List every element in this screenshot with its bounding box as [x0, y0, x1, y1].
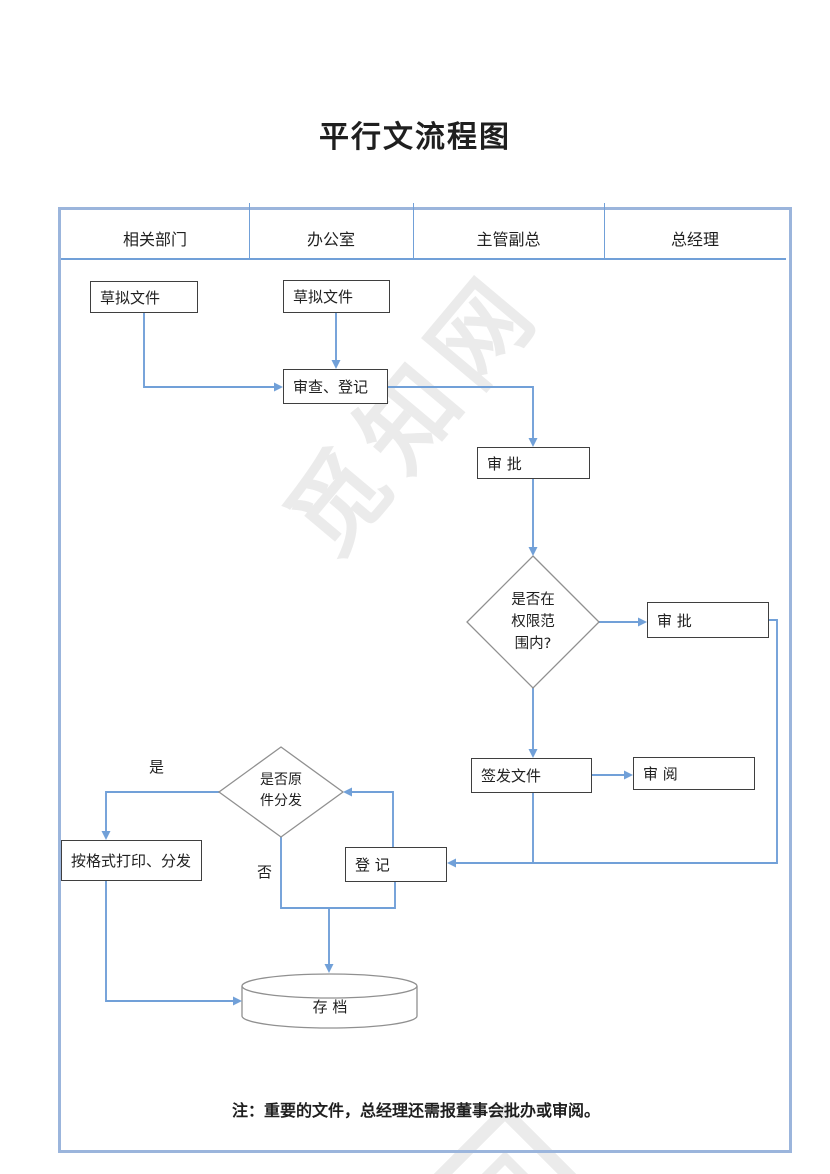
node-print-distribute: 按格式打印、分发 — [61, 840, 202, 881]
lane-header-office: 办公室 — [306, 230, 355, 249]
node-issue-document: 签发文件 — [471, 758, 592, 793]
edge-approve-gm-to-register — [456, 619, 778, 864]
archive-cylinder-label: 存 档 — [312, 998, 348, 1016]
node-review-gm: 审 阅 — [633, 757, 755, 790]
node-draft-related-dept: 草拟文件 — [90, 281, 198, 313]
page-title: 平行文流程图 — [319, 120, 511, 155]
decision-authority-label: 是否在 权限范 围内? — [511, 592, 555, 652]
edge-draft-related-to-review — [143, 313, 274, 388]
edge-decision-original-no — [280, 837, 396, 909]
shapes-group — [217, 555, 600, 1029]
note-text: 注：重要的文件，总经理还需报董事会批办或审阅。 — [232, 1101, 601, 1120]
arrow-into-archive-left — [233, 996, 242, 1006]
node-approve-gm: 审 批 — [647, 602, 769, 638]
arrow-into-review-top — [331, 360, 341, 369]
lane-divider-2 — [413, 203, 414, 259]
node-draft-office: 草拟文件 — [283, 280, 390, 313]
lane-divider-1 — [249, 203, 250, 259]
lane-header-gm: 总经理 — [670, 230, 719, 249]
arrow-into-decision-original — [343, 787, 352, 797]
arrow-into-decision-authority — [528, 547, 538, 556]
arrow-into-review-left — [274, 382, 283, 392]
decision-original-label: 是否原 件分发 — [260, 772, 302, 809]
arrow-into-register-right — [447, 858, 456, 868]
label-no: 否 — [257, 863, 273, 881]
decision-original-diamond — [217, 746, 345, 838]
edge-review-to-approve-vp — [388, 386, 534, 438]
arrow-into-archive-top — [324, 964, 334, 973]
lane-divider-3 — [604, 203, 605, 259]
decision-authority-diamond — [466, 555, 600, 689]
node-register: 登 记 — [345, 847, 447, 882]
label-yes: 是 — [149, 758, 165, 776]
arrow-into-approve-gm — [638, 617, 647, 627]
edge-print-to-archive — [105, 881, 233, 1002]
arrow-into-issue — [528, 749, 538, 758]
lane-header-related-depts: 相关部门 — [122, 230, 187, 249]
arrow-into-review-gm — [624, 770, 633, 780]
lane-header-vp: 主管副总 — [476, 230, 541, 249]
arrow-into-print — [101, 831, 111, 840]
edge-register-to-decision-original — [352, 791, 394, 847]
node-review-register: 审查、登记 — [283, 369, 388, 404]
node-approve-vp: 审 批 — [477, 447, 590, 479]
flowchart-frame — [58, 207, 792, 1153]
archive-cylinder-top — [241, 973, 418, 999]
edges-group — [105, 313, 778, 1002]
header-bottom-line — [61, 258, 786, 260]
arrow-into-approve-vp — [528, 438, 538, 447]
edge-decision-original-yes — [105, 791, 219, 831]
arrowheads-group — [101, 360, 647, 1006]
